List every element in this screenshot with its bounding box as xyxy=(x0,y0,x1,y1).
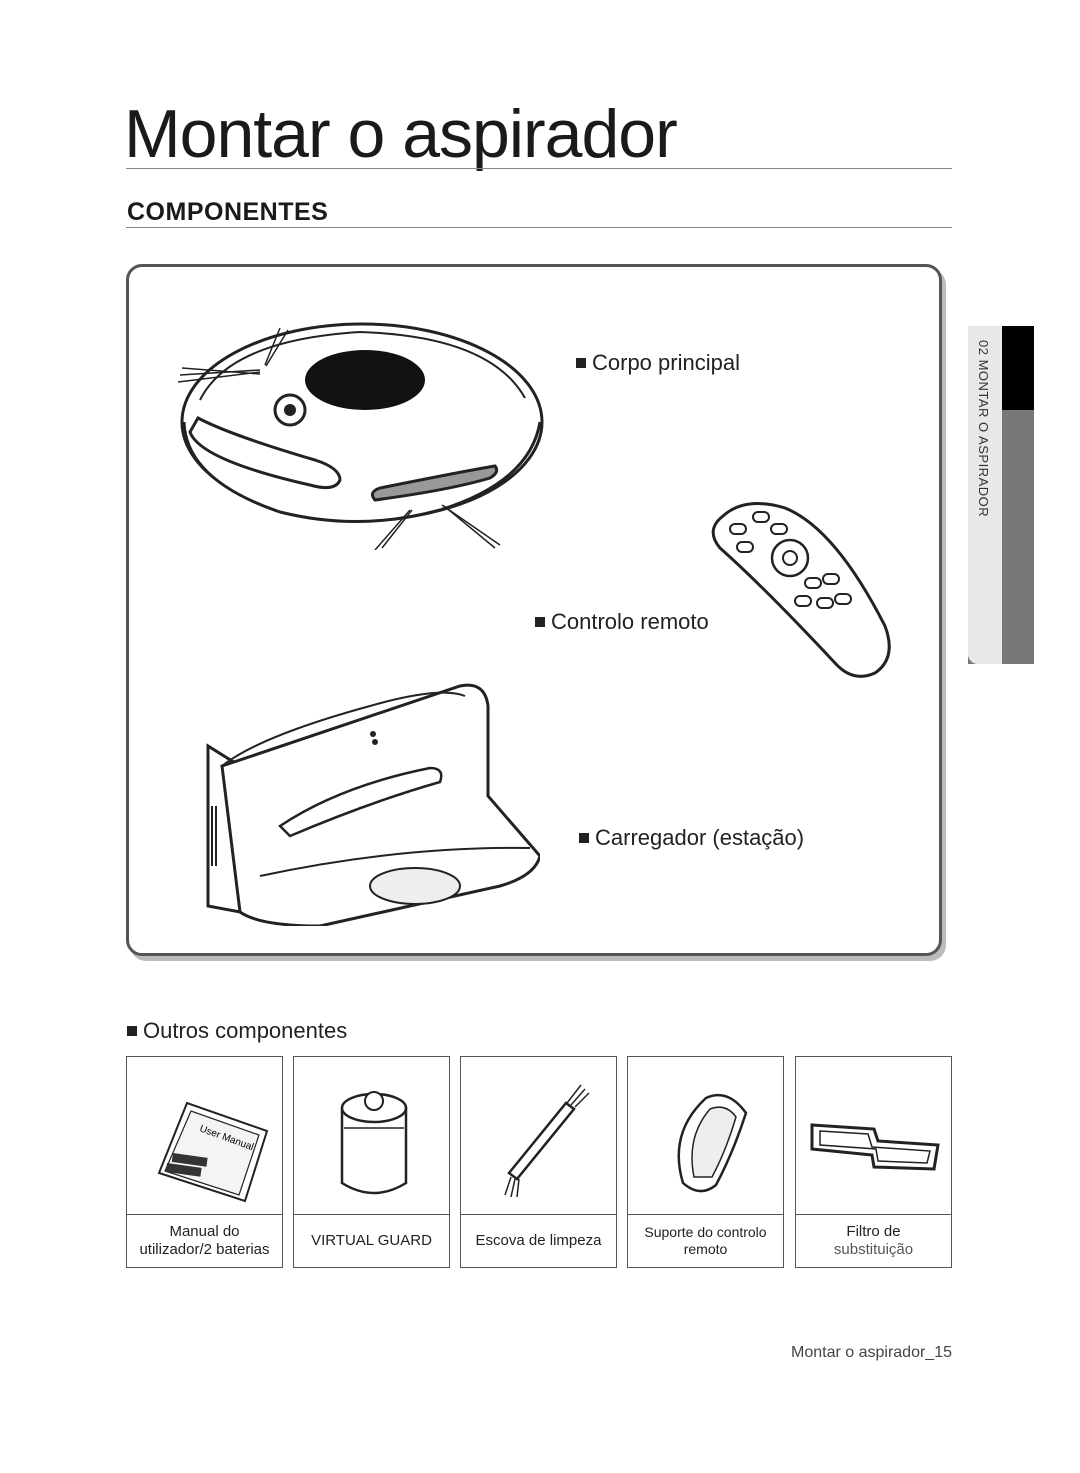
page-title: Montar o aspirador xyxy=(124,96,678,172)
bullet-square-icon xyxy=(579,833,589,843)
title-rule xyxy=(126,168,952,169)
replacement-filter-icon xyxy=(810,1123,940,1171)
charging-station-icon xyxy=(206,683,540,926)
section-heading: COMPONENTES xyxy=(127,198,329,226)
accessory-card-brush: Escova de limpeza xyxy=(460,1056,617,1268)
bullet-square-icon xyxy=(535,617,545,627)
section-rule xyxy=(126,227,952,228)
remote-holder-icon xyxy=(677,1093,748,1193)
virtual-guard-icon xyxy=(340,1091,408,1195)
label-carregador: Carregador (estação) xyxy=(579,825,804,851)
page-footer: Montar o aspirador_15 xyxy=(791,1344,952,1361)
bullet-square-icon xyxy=(127,1026,137,1036)
cleaning-brush-icon xyxy=(504,1084,590,1198)
robot-main-body-icon xyxy=(177,322,544,550)
label-controlo-remoto: Controlo remoto xyxy=(535,609,709,635)
chapter-tab-label: 02 MONTAR O ASPIRADOR xyxy=(976,340,991,518)
accessory-caption: Escova de limpeza xyxy=(461,1214,616,1267)
other-components-heading: Outros componentes xyxy=(127,1018,347,1044)
accessory-caption: VIRTUAL GUARD xyxy=(294,1214,449,1267)
label-corpo-principal: Corpo principal xyxy=(576,350,740,376)
chapter-tab-light xyxy=(968,326,1002,664)
bullet-square-icon xyxy=(576,358,586,368)
manual-batteries-icon: User Manual xyxy=(157,1101,269,1203)
remote-control-icon xyxy=(711,502,891,678)
accessory-card-virtual-guard: VIRTUAL GUARD xyxy=(293,1056,450,1268)
